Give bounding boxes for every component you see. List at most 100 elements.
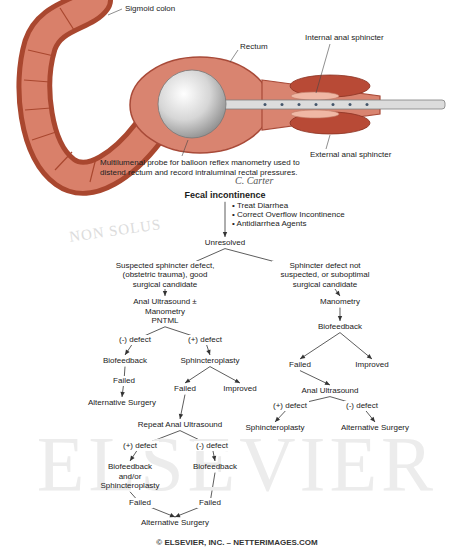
branch-label: Failed xyxy=(127,498,153,507)
step-text: Manometry xyxy=(320,297,360,307)
connector-line xyxy=(300,333,340,359)
step-text: Failed xyxy=(174,384,196,394)
arrowhead xyxy=(367,354,372,359)
flow-step: Alternative Surgery xyxy=(140,518,210,528)
flow-arrow xyxy=(210,367,240,383)
flow-arrow xyxy=(338,308,342,321)
connector-line xyxy=(210,367,240,383)
flow-arrow xyxy=(223,202,227,237)
outcome-term: Improved xyxy=(222,384,257,394)
start-term: Fecal incontinence xyxy=(183,190,266,201)
internal-sphincter xyxy=(291,110,339,118)
part-label: Internal anal sphincter xyxy=(305,33,384,43)
step-text: Failed xyxy=(289,360,311,370)
flow-step: Biofeedback xyxy=(192,462,238,472)
bullet-note: • Correct Overflow Incontinence xyxy=(232,210,345,220)
arrowhead xyxy=(235,379,240,383)
step-text: Biofeedback xyxy=(318,322,362,332)
sigmoid-colon-inner xyxy=(34,0,148,178)
step-text: Anal Ultrasound ± Manometry PNTML xyxy=(131,297,199,326)
branch-label: Suspected sphincter defect, (obstetric t… xyxy=(109,261,221,289)
step-text: Sphincteroplasty xyxy=(245,423,304,433)
leader-lines xyxy=(108,9,330,156)
arrowhead xyxy=(170,513,175,517)
outcome-term: Improved xyxy=(354,360,389,370)
internal-sphincter xyxy=(291,92,339,100)
bullet-note: • Antidiarrhea Agents xyxy=(232,219,306,229)
connector-line xyxy=(225,202,226,237)
branch-label: Failed xyxy=(197,498,223,507)
flow-step: Alternative Surgery xyxy=(87,398,157,408)
flow-step: Sphincteroplasty xyxy=(179,356,240,366)
artist-signature: C. Carter xyxy=(235,175,273,187)
flow-step: Biofeedback and/or Sphincteroplasty xyxy=(97,462,163,491)
arrowhead xyxy=(370,417,375,422)
step-text: Unresolved xyxy=(205,238,245,248)
branch-label: (+) defect xyxy=(121,441,159,450)
part-label: External anal sphincter xyxy=(310,150,391,160)
sigmoid-colon xyxy=(34,0,148,178)
arrowhead xyxy=(185,378,190,383)
flow-step: Anal Ultrasound xyxy=(301,386,360,396)
branch-label: (+) defect xyxy=(271,401,309,410)
branch-label: (-) defect xyxy=(194,441,230,450)
callout-note: Multilumenal probe for balloon reflex ma… xyxy=(100,158,305,177)
step-text: Anal Ultrasound xyxy=(302,386,359,396)
branch-label: (+) defect xyxy=(186,335,224,344)
branch-label: (-) defect xyxy=(344,401,380,410)
branch-label: (-) defect xyxy=(117,335,153,344)
arrowhead xyxy=(325,381,330,385)
flow-step: Biofeedback xyxy=(317,322,363,332)
connector-line xyxy=(340,333,372,359)
watermark: NON SOLUS xyxy=(68,215,162,246)
copyright-footer: © ELSEVIER, INC. – NETTERIMAGES.COM xyxy=(156,538,317,548)
flow-step: Repeat Anal Ultrasound xyxy=(137,420,224,430)
flow-arrow xyxy=(300,333,340,359)
arrowhead xyxy=(163,291,167,296)
step-text: Alternative Surgery xyxy=(341,423,409,433)
flow-arrow xyxy=(300,371,330,385)
step-text: Biofeedback and/or Sphincteroplasty xyxy=(98,462,162,491)
arrowhead xyxy=(335,291,340,296)
step-text: Fecal incontinence xyxy=(184,190,265,201)
step-text: Alternative Surgery xyxy=(88,398,156,408)
step-text: Sphincteroplasty xyxy=(180,356,239,366)
flow-step: Biofeedback xyxy=(102,356,148,366)
flow-step: Manometry xyxy=(319,297,361,307)
part-label: Sigmoid colon xyxy=(125,4,175,14)
connector-line xyxy=(300,371,330,385)
arrowhead xyxy=(179,414,183,419)
arrowhead xyxy=(300,354,305,359)
flow-step: Sphincteroplasty xyxy=(244,423,305,433)
manometry-probe xyxy=(192,100,445,109)
flow-step: Unresolved xyxy=(204,238,246,248)
bullet-note: • Treat Diarrhea xyxy=(232,201,288,211)
arrowhead xyxy=(125,350,130,355)
step-text: Improved xyxy=(223,384,256,394)
arrowhead xyxy=(338,316,342,321)
flow-arrow xyxy=(185,367,210,383)
arrowhead xyxy=(206,350,210,355)
arrowhead xyxy=(223,232,227,237)
flow-arrow xyxy=(179,395,185,419)
step-text: Improved xyxy=(355,360,388,370)
flow-step: Anal Ultrasound ± Manometry PNTML xyxy=(130,297,200,326)
branch-label: Sphincter defect not suspected, or subop… xyxy=(272,261,378,289)
flow-step: Alternative Surgery xyxy=(340,423,410,433)
step-text: Repeat Anal Ultrasound xyxy=(138,420,223,430)
balloon xyxy=(158,70,226,138)
haustra xyxy=(24,8,96,182)
step-text: Biofeedback xyxy=(193,462,237,472)
branch-label: Failed xyxy=(111,376,137,385)
probe-ports xyxy=(264,103,369,106)
step-text: Alternative Surgery xyxy=(141,518,209,528)
arrowhead xyxy=(120,392,124,397)
outcome-term: Failed xyxy=(288,360,312,370)
part-label: Rectum xyxy=(240,42,268,52)
connector-line xyxy=(185,367,210,383)
flow-arrow xyxy=(340,333,372,359)
arrowhead xyxy=(275,417,280,422)
step-text: Biofeedback xyxy=(103,356,147,366)
outcome-term: Failed xyxy=(173,384,197,394)
arrowhead xyxy=(175,513,180,517)
